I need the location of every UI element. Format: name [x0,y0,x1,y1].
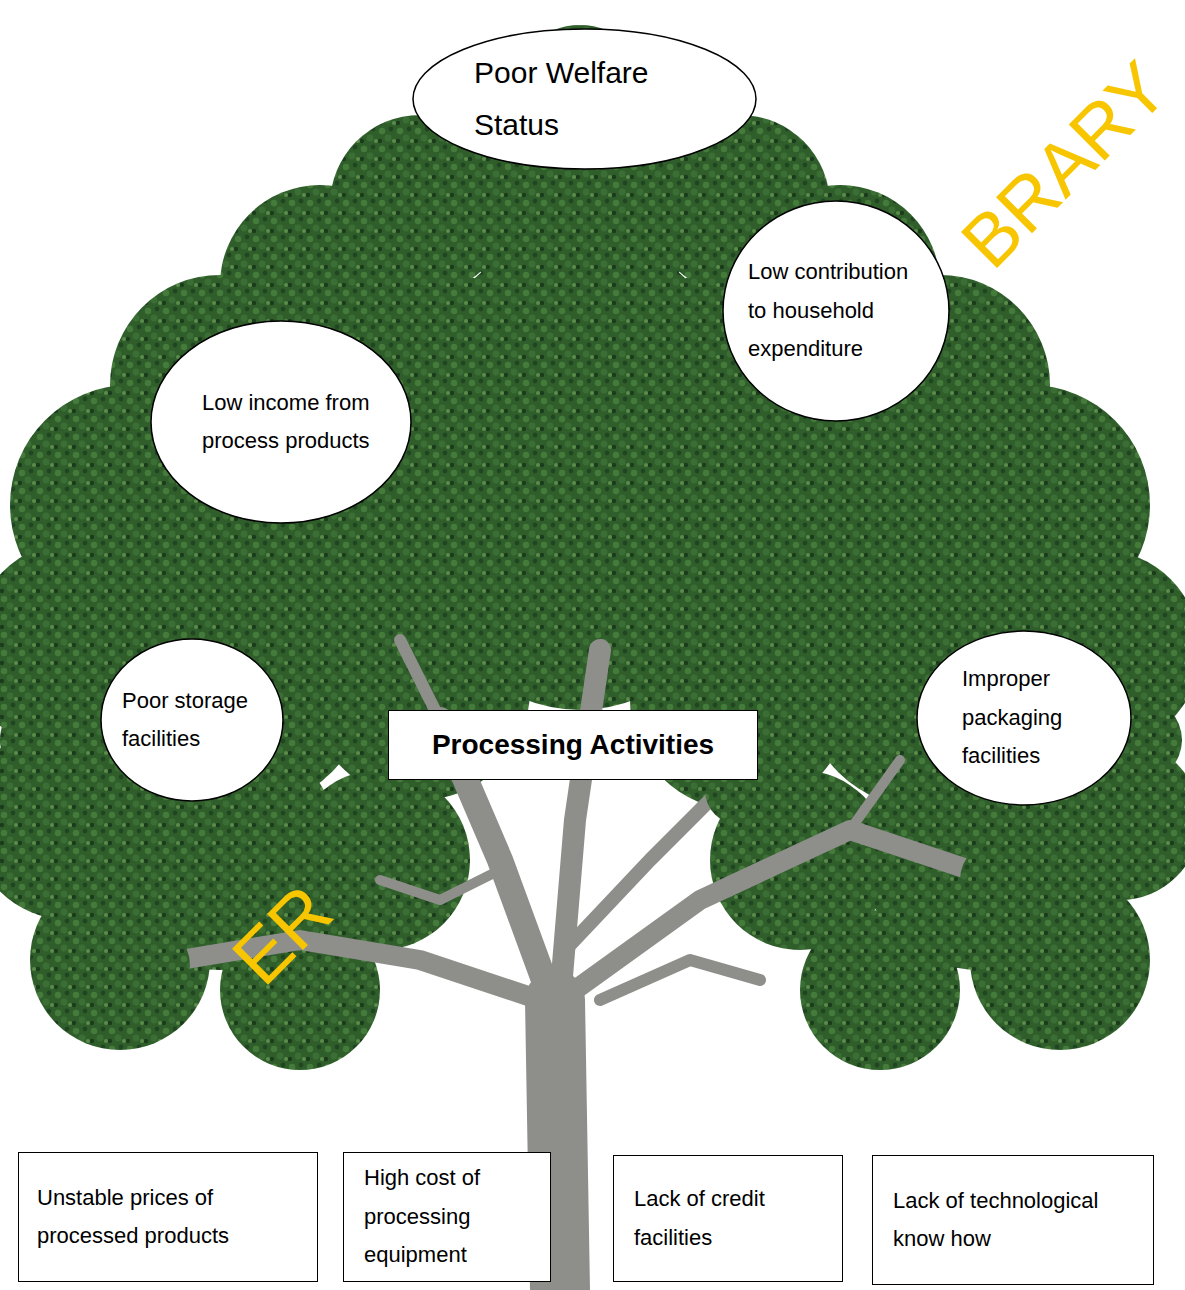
node-text: High cost of processing equipment [364,1159,538,1275]
ellipse-outline [100,638,284,802]
cause-box: Lack of credit facilities [613,1155,843,1282]
node-text: Improper packaging facilities [962,660,1110,776]
cause-box: High cost of processing equipment [343,1152,551,1282]
node-text: Unstable prices of processed products [37,1179,303,1256]
effect-circle: Poor storage facilities [100,638,284,802]
node-text: Lack of technological know how [893,1182,1143,1259]
ellipse-outline [150,320,412,524]
node-text: Processing Activities [409,728,737,762]
node-text: Low contribution to household expenditur… [748,253,924,369]
ellipse-shape [723,201,949,421]
watermark: BRARY [949,49,1181,281]
ellipse-shape [917,631,1131,805]
cause-box: Unstable prices of processed products [18,1152,318,1282]
node-text: Low income from process products [202,384,382,461]
effect-circle: Low income from process products [150,320,412,524]
node-text: Poor Welfare Status [474,47,717,152]
ellipse-shape [413,29,756,169]
ellipse-shape [151,321,411,523]
node-text: Poor storage facilities [122,682,270,759]
cause-box: Lack of technological know how [872,1155,1154,1285]
effect-circle: Improper packaging facilities [916,630,1132,806]
node-text: Lack of credit facilities [634,1180,830,1257]
effect-circle: Low contribution to household expenditur… [722,200,950,422]
ellipse-outline [412,28,757,170]
core-problem-box: Processing Activities [388,710,758,780]
effect-ellipse: Poor Welfare Status [412,28,757,170]
ellipse-shape [101,639,283,801]
